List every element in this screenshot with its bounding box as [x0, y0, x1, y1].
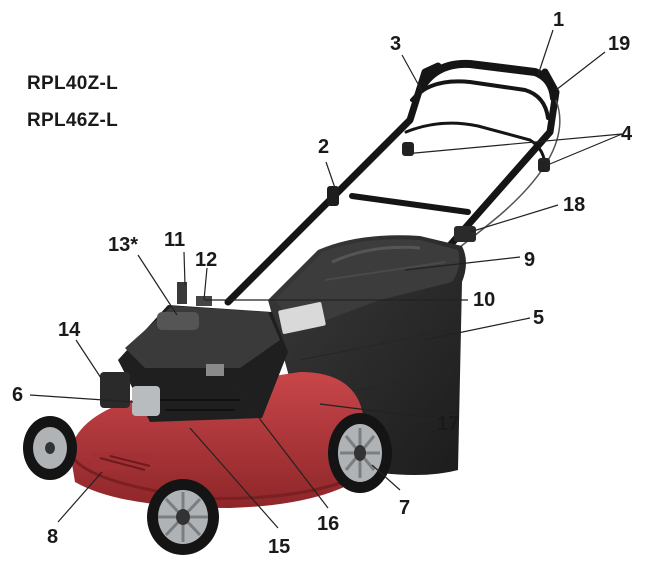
leader-1: [537, 29, 554, 76]
callout-16: 16: [317, 513, 339, 535]
handle-crossbar: [349, 193, 471, 215]
callout-19: 19: [608, 33, 630, 55]
callout-8: 8: [47, 526, 58, 548]
model-label-1: RPL40Z-L: [27, 73, 119, 94]
throttle-lever: [196, 296, 212, 306]
leader-6: [29, 394, 134, 403]
leader-17: [319, 403, 433, 419]
fuel-tank-cap: [157, 312, 199, 330]
leader-16: [229, 379, 329, 509]
handle-right-bar: [426, 68, 560, 272]
leader-7: [371, 464, 401, 491]
leader-8: [57, 471, 103, 523]
recoil-starter: [132, 386, 160, 416]
drive-bail-bar: [410, 79, 550, 120]
handle-assembly: [224, 59, 561, 306]
front-handle: [92, 452, 152, 470]
leader-12: [203, 267, 208, 301]
callout-12: 12: [195, 249, 217, 271]
callout-numbers: 1 2 3 4 5 6 7 8 9 10 11 12 13* 14 15 16 …: [12, 9, 633, 558]
bag-label-sticker: [278, 302, 326, 334]
callout-18: 18: [563, 194, 585, 216]
wheel-front-left: [23, 416, 77, 480]
leader-15: [189, 427, 279, 529]
leader-14: [75, 339, 102, 379]
handle-knob-right: [538, 158, 550, 172]
callout-1: 1: [553, 9, 564, 31]
leader-5: [423, 317, 531, 341]
handle-top-grip: [416, 59, 558, 102]
leader-3: [401, 54, 424, 94]
callout-2: 2: [318, 136, 329, 158]
callout-13: 13*: [108, 234, 138, 256]
leader-2: [325, 161, 336, 189]
handle-knob-left: [402, 142, 414, 156]
callout-4: 4: [621, 123, 633, 145]
air-filter: [100, 372, 130, 408]
callout-3: 3: [390, 33, 401, 55]
leader-19: [555, 51, 606, 91]
callout-5: 5: [533, 307, 544, 329]
callout-15: 15: [268, 536, 290, 558]
operator-bail-lower: [404, 121, 547, 172]
oil-dipstick: [206, 364, 224, 376]
callout-11: 11: [164, 229, 185, 251]
callout-14: 14: [58, 319, 81, 341]
leader-18: [469, 204, 559, 233]
leader-4a: [403, 133, 623, 155]
height-lever: [327, 186, 339, 206]
callout-10: 10: [473, 289, 495, 311]
cable: [439, 99, 561, 263]
leader-4b: [544, 133, 623, 167]
cable-clip: [454, 226, 476, 242]
wheel-rear-right: [328, 413, 392, 493]
callout-17: 17: [437, 413, 459, 435]
wheel-front-right: [147, 479, 219, 555]
leader-13: [137, 254, 178, 316]
model-label-2: RPL46Z-L: [27, 110, 119, 131]
callout-7: 7: [399, 497, 410, 519]
callout-9: 9: [524, 249, 535, 271]
engine: [100, 282, 288, 422]
callout-leaders: [29, 29, 623, 529]
leader-9: [404, 256, 521, 271]
leader-11: [183, 251, 186, 286]
callout-6: 6: [12, 384, 23, 406]
spark-plug-cap: [177, 282, 187, 304]
